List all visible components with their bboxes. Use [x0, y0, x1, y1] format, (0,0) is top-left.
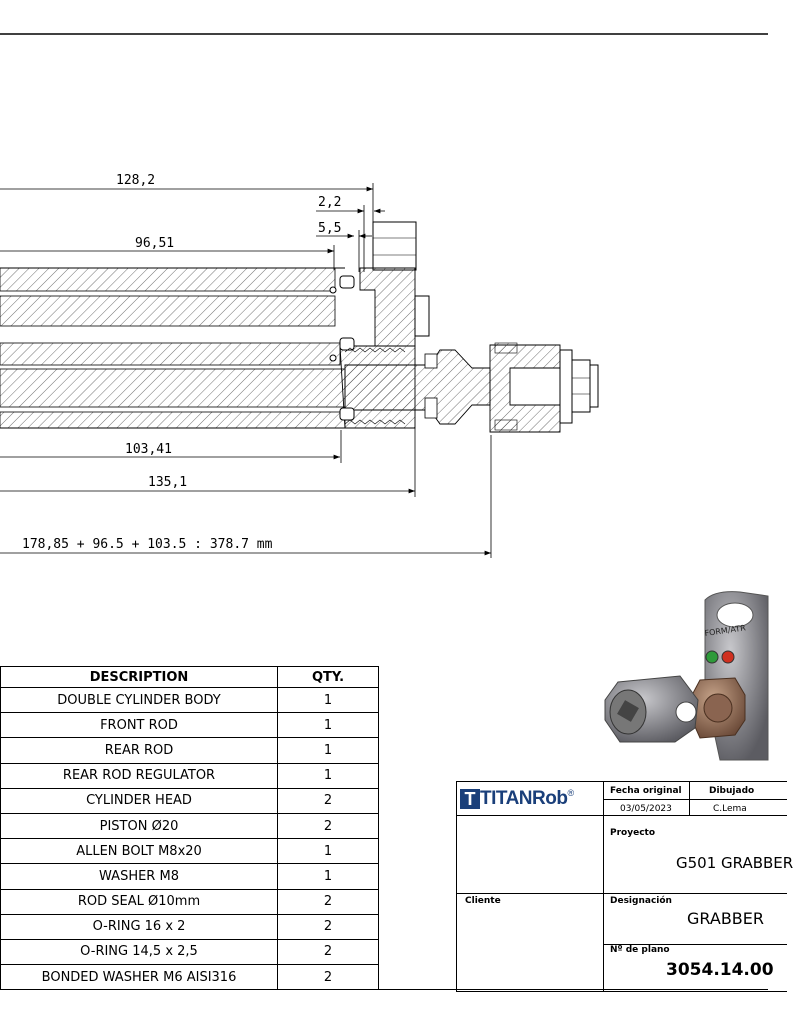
dim-2-2: 2,2 — [318, 195, 341, 210]
bom-description: REAR ROD REGULATOR — [0, 762, 278, 789]
bom-description: WASHER M8 — [0, 863, 278, 890]
divider — [457, 815, 787, 816]
plano-value: 3054.14.00 — [666, 960, 774, 980]
bom-description: O-RING 14,5 x 2,5 — [0, 938, 278, 966]
bom-qty: 2 — [277, 812, 379, 840]
bom-description: ALLEN BOLT M8x20 — [0, 838, 278, 865]
dim-135-1: 135,1 — [148, 475, 187, 490]
divider — [604, 799, 787, 800]
bom-qty: 2 — [277, 938, 379, 966]
bom-description: REAR ROD — [0, 737, 278, 764]
logo-registered: ® — [567, 788, 575, 798]
bom-description: ROD SEAL Ø10mm — [0, 888, 278, 915]
dibujado-label: Dibujado — [709, 786, 755, 796]
bom-header-qty: QTY. — [277, 666, 379, 688]
dibujado-value: C.Lema — [713, 804, 747, 814]
dim-103-41: 103,41 — [125, 442, 172, 457]
bom-description: BONDED WASHER M6 AISI316 — [0, 964, 278, 991]
bottom-border — [0, 989, 768, 990]
dim-total: 178,85 + 96.5 + 103.5 : 378.7 mm — [22, 537, 273, 552]
dim-5-5: 5,5 — [318, 221, 341, 236]
bom-qty: 2 — [277, 913, 379, 940]
bom-qty: 1 — [277, 762, 379, 789]
bom-description: FRONT ROD — [0, 712, 278, 739]
bom-header-row: DESCRIPTION QTY. — [0, 666, 379, 688]
bom-qty: 2 — [277, 964, 379, 991]
bom-qty: 2 — [277, 787, 379, 814]
fecha-label: Fecha original — [610, 786, 682, 796]
bom-description: PISTON Ø20 — [0, 812, 278, 840]
divider — [604, 944, 787, 945]
proyecto-value: G501 GRABBER — [676, 854, 793, 872]
bom-header-description: DESCRIPTION — [0, 666, 278, 688]
bom-description: DOUBLE CYLINDER BODY — [0, 686, 278, 714]
divider — [603, 782, 604, 991]
bom-qty: 1 — [277, 838, 379, 865]
designacion-value: GRABBER — [687, 909, 764, 928]
divider — [457, 893, 787, 894]
proyecto-label: Proyecto — [610, 828, 656, 838]
gripper-render: FORM/ATR — [604, 591, 769, 761]
bom-qty: 2 — [277, 888, 379, 915]
bom-description: O-RING 16 x 2 — [0, 913, 278, 940]
bom-qty: 1 — [277, 712, 379, 739]
fecha-value: 03/05/2023 — [620, 804, 672, 814]
dim-96-51: 96,51 — [135, 236, 174, 251]
bom-qty: 1 — [277, 686, 379, 714]
plano-label: Nº de plano — [610, 945, 670, 955]
technical-drawing: 128,2 2,2 5,5 96,51 103,41 135,1 178,85 … — [0, 33, 769, 761]
cylinder-section — [0, 221, 599, 433]
designacion-label: Designación — [610, 896, 672, 906]
bom-description: CYLINDER HEAD — [0, 787, 278, 814]
cliente-label: Cliente — [465, 896, 501, 906]
bom-qty: 1 — [277, 863, 379, 890]
logo-text: TITANRob — [480, 788, 568, 809]
bom-qty: 1 — [277, 737, 379, 764]
dim-128-2: 128,2 — [116, 173, 155, 188]
logo-mark-icon: T — [460, 789, 480, 809]
dimension-lines — [0, 183, 492, 558]
divider — [689, 782, 690, 815]
